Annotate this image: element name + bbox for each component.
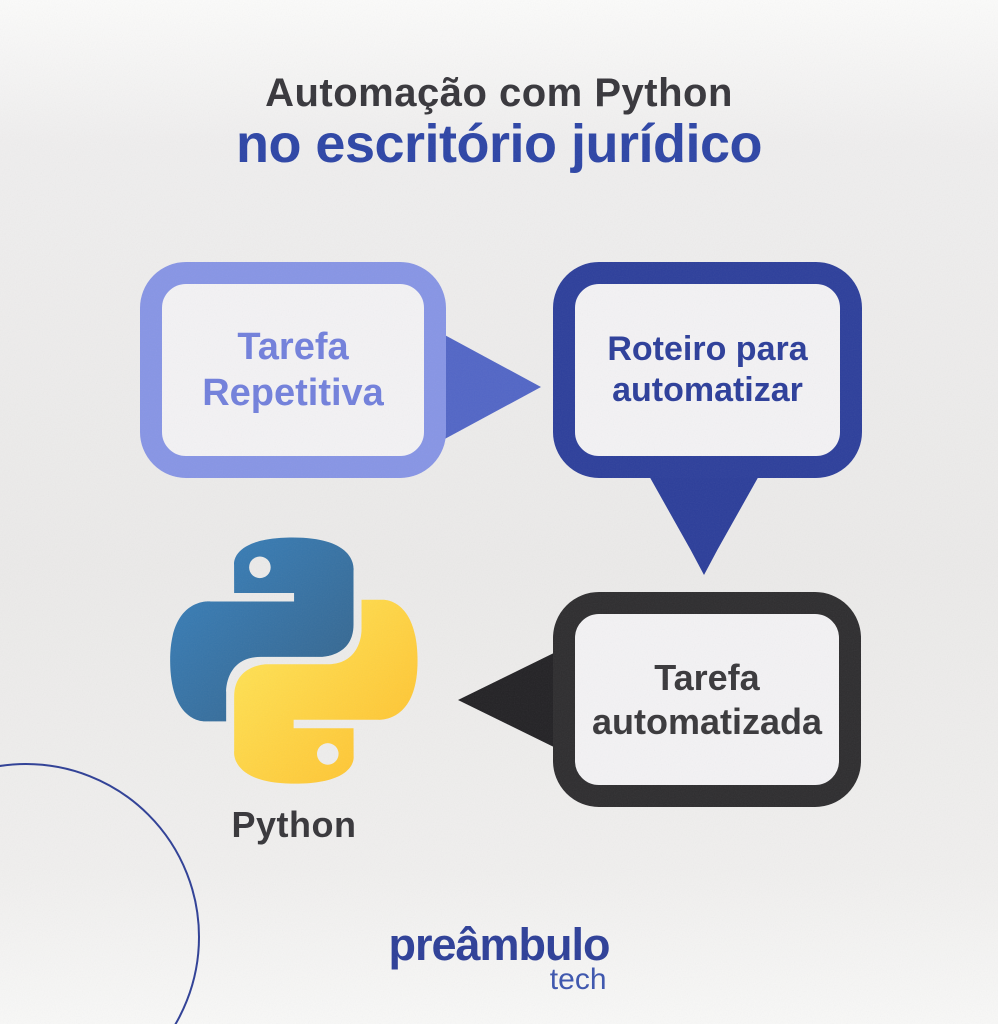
arrow-right-icon [441,333,541,441]
arrow-down-icon [648,474,760,575]
flow-box-roteiro-automatizar: Roteiro para automatizar [553,262,862,478]
flow-box-label-line: automatizar [612,371,803,409]
page-subtitle: no escritório jurídico [235,114,763,174]
flow-box-label-line: Repetitiva [202,372,384,414]
decorative-circle-arc [0,763,200,1024]
flow-box-tarefa-automatizada: Tarefa automatizada [553,592,861,807]
flow-box-label-line: automatizada [591,700,823,742]
page-title: Automação com Python [265,71,733,115]
preambulo-tech-label: tech [549,962,607,996]
python-logo-icon [170,537,418,784]
flow-box-tarefa-repetitiva: Tarefa Repetitiva [140,262,446,478]
python-label: Python [231,804,357,845]
flow-box-label-line: Tarefa [237,325,349,368]
arrow-left-icon [458,648,564,752]
preambulo-logo: preâmbulo tech [388,920,610,996]
flow-box-label-line: Tarefa [654,656,760,698]
title-block: Automação com Python no escritório juríd… [0,72,998,171]
flow-box-label-line: Roteiro para [607,329,808,368]
